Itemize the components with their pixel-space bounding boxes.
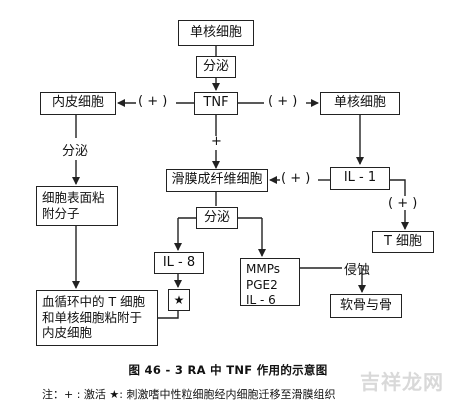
label-plus-il1-fib: ( + ) (281, 171, 311, 186)
node-adhesion-result: 血循环中的 T 细胞 和单核细胞粘附于 内皮细胞 (36, 290, 158, 346)
figure-note: 注：+ : 激活 ★: 刺激嗜中性粒细胞经内细胞迁移至滑膜组织 (42, 388, 336, 401)
figure-caption: 图 46 - 3 RA 中 TNF 作用的示意图 (128, 363, 328, 377)
node-t-cell: T 细胞 (372, 231, 434, 253)
node-monocyte-right: 单核细胞 (320, 92, 400, 115)
label-plus-left: ( + ) (138, 94, 168, 109)
node-secrete-top: 分泌 (196, 56, 236, 78)
node-synovial-fibroblast: 滑膜成纤维细胞 (166, 169, 268, 192)
mediator-pge2: PGE2 (246, 277, 278, 292)
node-il8: IL - 8 (154, 252, 204, 274)
adhesion-line-1: 细胞表面粘 (42, 190, 105, 205)
result-line-3: 内皮细胞 (42, 325, 93, 341)
node-star: ★ (168, 289, 190, 311)
node-tnf: TNF (194, 92, 238, 115)
mediator-mmps: MMPs (246, 262, 280, 276)
mediator-il6: IL - 6 (246, 293, 276, 308)
node-cartilage-bone: 软骨与骨 (330, 294, 402, 318)
node-endothelial: 内皮细胞 (40, 92, 116, 115)
node-il1: IL - 1 (330, 167, 390, 190)
label-plus-center: + (211, 134, 222, 149)
label-plus-right: ( + ) (268, 94, 298, 109)
result-line-2: 和单核细胞粘附于 (42, 309, 143, 325)
label-erosion: 侵蚀 (344, 263, 371, 278)
edge-il1-t-a (390, 179, 406, 196)
result-line-1: 血循环中的 T 细胞 (42, 294, 146, 309)
label-secrete-left: 分泌 (62, 144, 89, 159)
node-adhesion-molecule: 细胞表面粘 附分子 (36, 186, 118, 226)
adhesion-line-2: 附分子 (42, 205, 80, 221)
node-mediators: MMPs PGE2 IL - 6 (240, 258, 300, 308)
watermark: 吉祥龙网 (360, 370, 444, 394)
label-plus-il1-t: ( + ) (388, 196, 418, 211)
node-monocyte-top: 单核细胞 (178, 20, 254, 46)
node-secrete-mid: 分泌 (196, 207, 238, 229)
